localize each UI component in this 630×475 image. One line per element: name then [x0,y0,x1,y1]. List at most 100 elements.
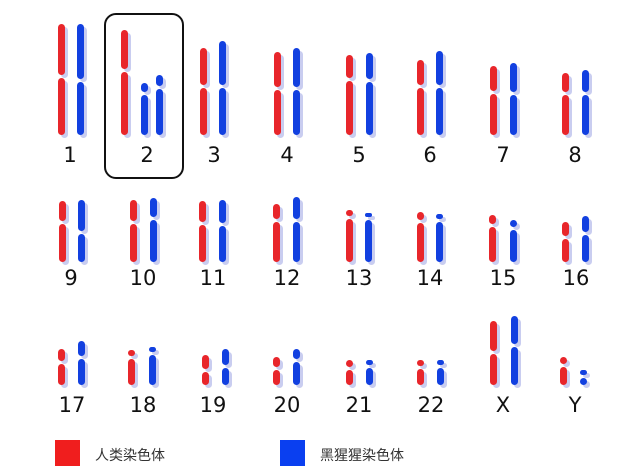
human-chromosome-7-long-arm [490,94,497,135]
chromosome-label-4: 4 [280,143,294,167]
chromosome-label-X: X [495,393,511,417]
human-chromosome-12-long-arm [273,222,280,262]
chimp-chromosome-11-short-arm [219,200,226,223]
chimp-chromosome-19-short-arm [222,349,229,365]
chimp-chromosome-21-long-arm [366,368,373,385]
chromosome-label-6: 6 [423,143,437,167]
human-chromosome-3-short-arm [200,48,207,85]
human-chromosome-22-long-arm [417,369,424,385]
human-chromosome-1-short-arm [58,24,65,75]
human-chromosome-Y-short-arm [560,357,567,364]
human-chromosome-20-long-arm [273,370,280,385]
chimp-chromosome-9-short-arm [78,200,85,231]
human-chromosome-4-short-arm [274,52,281,87]
chromosome-label-Y: Y [568,393,582,417]
human-chromosome-10-long-arm [130,224,137,262]
chimp-chromosome-X-long-arm [511,347,518,385]
chimp-chromosome-13-long-arm [365,220,372,262]
human-chromosome-1-long-arm [58,78,65,135]
human-chromosome-16-short-arm [562,222,569,236]
human-chromosome-18-short-arm [128,350,135,356]
chromosome-2-highlight-box [104,13,184,179]
chimp-chromosome-3-long-arm [219,88,226,135]
chimp-chromosome-3-short-arm [219,41,226,85]
chimp-chromosome-7-short-arm [510,63,517,92]
human-chromosome-13-long-arm [346,219,353,262]
chimp-chromosome-10-short-arm [150,198,157,217]
human-chromosome-18-long-arm [128,359,135,385]
chromosome-label-11: 11 [199,266,227,290]
chimp-chromosome-Y-short-arm [580,370,587,375]
chromosome-label-2: 2 [140,143,154,167]
human-chromosome-20-short-arm [273,357,280,367]
legend-swatch-chimp [280,440,305,466]
human-chromosome-14-long-arm [417,223,424,262]
human-chromosome-21-long-arm [346,370,353,385]
human-chromosome-6-short-arm [417,60,424,85]
chimp-chromosome-14-long-arm [436,222,443,262]
chromosome-label-20: 20 [273,393,301,417]
human-chromosome-7-short-arm [490,66,497,91]
human-chromosome-2-long-arm [121,72,128,135]
chromosome-label-21: 21 [345,393,373,417]
chimp-chromosome-2-short-arm [156,75,163,86]
chimp-chromosome-21-short-arm [366,360,373,365]
human-chromosome-2-short-arm [121,30,128,69]
chimp-chromosome-13-short-arm [365,213,372,217]
human-chromosome-15-long-arm [489,227,496,262]
chimp-chromosome-19-long-arm [222,368,229,385]
human-chromosome-11-short-arm [199,201,206,222]
chimp-chromosome-20-short-arm [293,349,300,359]
chromosome-label-1: 1 [63,143,77,167]
human-chromosome-17-long-arm [58,364,65,385]
human-chromosome-19-short-arm [202,355,209,369]
chimp-chromosome-15-long-arm [510,230,517,262]
chromosome-label-3: 3 [207,143,221,167]
chromosome-label-12: 12 [273,266,301,290]
chimp-chromosome-17-short-arm [78,341,85,356]
chimp-chromosome-16-short-arm [582,216,589,232]
legend-label-human: 人类染色体 [95,448,165,464]
human-chromosome-22-short-arm [417,360,424,366]
chromosome-label-9: 9 [64,266,78,290]
human-chromosome-16-long-arm [562,239,569,262]
human-chromosome-Y-long-arm [560,367,567,385]
chimp-chromosome-1-long-arm [77,82,84,135]
chimp-chromosome-12-short-arm [293,197,300,219]
chromosome-label-5: 5 [352,143,366,167]
chimp-chromosome-2-long-arm [141,95,148,135]
chromosome-label-15: 15 [489,266,517,290]
chimp-chromosome-8-short-arm [582,70,589,92]
legend-swatch-human [55,440,80,466]
human-chromosome-21-short-arm [346,360,353,367]
chimp-chromosome-22-long-arm [437,368,444,385]
human-chromosome-8-short-arm [562,73,569,92]
human-chromosome-15-short-arm [489,215,496,224]
chromosome-label-19: 19 [199,393,227,417]
chimp-chromosome-4-long-arm [293,90,300,135]
legend-label-chimp: 黑猩猩染色体 [320,448,404,464]
chromosome-label-22: 22 [417,393,445,417]
chimp-chromosome-8-long-arm [582,95,589,135]
chimp-chromosome-18-short-arm [149,347,156,352]
chimp-chromosome-11-long-arm [219,226,226,262]
chimp-chromosome-18-long-arm [149,355,156,385]
human-chromosome-X-long-arm [490,354,497,385]
chimp-chromosome-2-short-arm [141,83,148,92]
chimp-chromosome-4-short-arm [293,48,300,87]
human-chromosome-17-short-arm [58,349,65,361]
chromosome-label-7: 7 [496,143,510,167]
human-chromosome-5-long-arm [346,81,353,135]
chromosome-label-18: 18 [129,393,157,417]
chimp-chromosome-22-short-arm [437,360,444,365]
chimp-chromosome-1-short-arm [77,24,84,79]
human-chromosome-10-short-arm [130,200,137,221]
chimp-chromosome-15-short-arm [510,220,517,227]
chromosome-label-14: 14 [416,266,444,290]
human-chromosome-11-long-arm [199,225,206,262]
human-chromosome-5-short-arm [346,55,353,78]
chromosome-label-16: 16 [562,266,590,290]
chromosome-label-13: 13 [345,266,373,290]
human-chromosome-12-short-arm [273,204,280,219]
